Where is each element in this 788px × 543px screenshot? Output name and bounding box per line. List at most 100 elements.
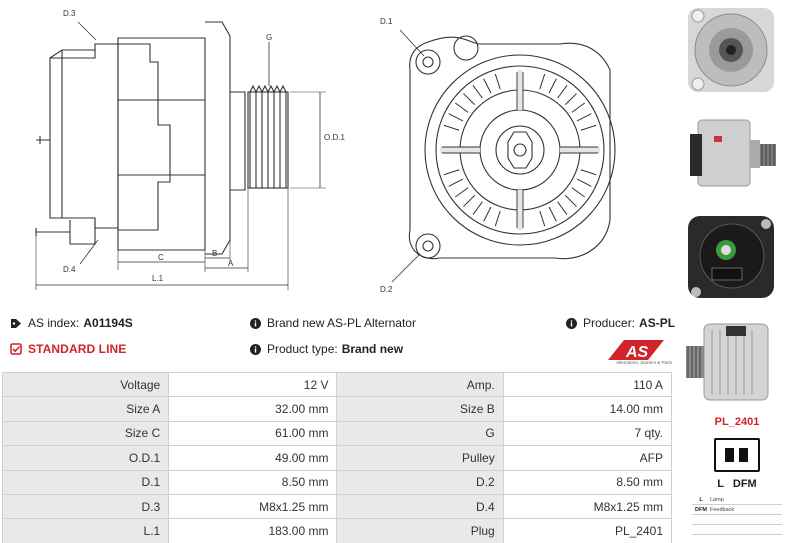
description: Brand new AS-PL Alternator (250, 316, 416, 330)
vent-slot (494, 73, 501, 90)
as-index-label: AS index: (28, 316, 80, 330)
vent-slot (443, 124, 460, 131)
spec-label: Plug (336, 518, 504, 543)
vent-slot (580, 124, 597, 131)
spec-label: Amp. (336, 371, 504, 398)
product-photos (676, 0, 784, 401)
vent-slot (448, 178, 464, 187)
spec-label: Size C (1, 420, 170, 447)
description-text: Brand new AS-PL Alternator (267, 316, 416, 330)
spec-value: 32.00 mm (168, 396, 338, 422)
spec-value: PL_2401 (502, 518, 673, 543)
vent-slot (454, 187, 469, 198)
plug-legend-row: L Lamp (692, 496, 782, 505)
spec-value: 12 V (168, 371, 338, 398)
photo-front-view[interactable] (682, 4, 780, 96)
standard-line-label: STANDARD LINE (28, 342, 127, 356)
spec-value: M8x1.25 mm (502, 493, 673, 520)
vent-slot (494, 210, 501, 227)
label-a: A (228, 259, 234, 268)
as-index: AS index: A01194S (10, 316, 133, 330)
spec-value: 8.50 mm (502, 469, 673, 495)
vent-slot (557, 84, 568, 99)
plug-legend-value: Lamp (710, 497, 724, 503)
vent-slot (576, 113, 592, 122)
vent-slot (463, 93, 476, 106)
vent-slot (539, 73, 546, 90)
vent-slot (539, 210, 546, 227)
standard-line: STANDARD LINE (10, 342, 126, 356)
vent-slot (472, 84, 483, 99)
product-type: Product type: Brand new (250, 342, 403, 356)
vent-slot (564, 93, 577, 106)
vent-slot (448, 113, 464, 122)
plug-pin-l (725, 448, 734, 462)
producer-value: AS-PL (639, 316, 676, 330)
plug-connector-icon (714, 438, 760, 472)
spec-value: AFP (502, 445, 673, 471)
vent-slot (443, 169, 460, 176)
label-d3: D.3 (63, 9, 76, 18)
vent-slot (454, 102, 469, 113)
photo-top-view[interactable] (682, 316, 780, 408)
plug-legend-key: L (699, 497, 703, 503)
plug-legend-value: Feedback (710, 507, 735, 513)
spec-value: 8.50 mm (168, 469, 338, 495)
producer-label: Producer: (583, 316, 636, 330)
photo-rear-view[interactable] (682, 210, 780, 302)
vent-slot (564, 194, 577, 207)
spec-label: G (336, 420, 504, 447)
vent-slot (557, 201, 568, 216)
plug-legend-row (692, 526, 782, 535)
label-d4: D.4 (63, 265, 76, 274)
label-d2: D.2 (380, 285, 393, 294)
vent-slot (463, 194, 476, 207)
product-info: AS index: A01194S STANDARD LINE Brand ne… (10, 316, 675, 366)
vent-slot (576, 178, 592, 187)
vent-slot (483, 78, 492, 94)
tag-icon (10, 318, 22, 329)
vent-slot (580, 169, 597, 176)
spec-label: D.3 (1, 493, 170, 520)
spec-value: 110 A (502, 371, 673, 398)
label-l1: L.1 (152, 274, 164, 283)
label-d1: D.1 (380, 17, 393, 26)
spec-label: Voltage (1, 371, 170, 398)
label-g: G (266, 33, 272, 42)
technical-drawing: D.3 G O.D.1 D.4 C B A L.1 D.1 D.2 (35, 9, 616, 294)
vent-slot (571, 187, 586, 198)
spec-label: Size A (1, 396, 170, 422)
logo-subtitle: Alternators, Starters & Parts (615, 360, 672, 365)
spec-label: L.1 (1, 518, 170, 543)
vent-slot (472, 201, 483, 216)
spec-label: Pulley (336, 445, 504, 471)
vent-slot (548, 206, 557, 222)
label-c: C (158, 253, 164, 262)
producer: Producer: AS-PL (566, 316, 675, 330)
spec-value: 49.00 mm (168, 445, 338, 471)
info-icon (566, 317, 577, 329)
spec-label: O.D.1 (1, 445, 170, 471)
vent-slot (548, 78, 557, 94)
product-type-value: Brand new (341, 342, 404, 356)
photo-side-view[interactable] (682, 106, 780, 198)
spec-value: 14.00 mm (502, 396, 673, 422)
spec-value: M8x1.25 mm (168, 493, 338, 520)
spec-label: D.2 (336, 469, 504, 495)
spec-value: 61.00 mm (168, 420, 338, 447)
label-od1: O.D.1 (324, 133, 345, 142)
checkbox-icon (10, 343, 22, 355)
plug-pin-dfm (739, 448, 748, 462)
plug-legend-row (692, 536, 782, 543)
vent-slot (571, 102, 586, 113)
spec-label: Size B (336, 396, 504, 422)
vent-slot (483, 206, 492, 222)
